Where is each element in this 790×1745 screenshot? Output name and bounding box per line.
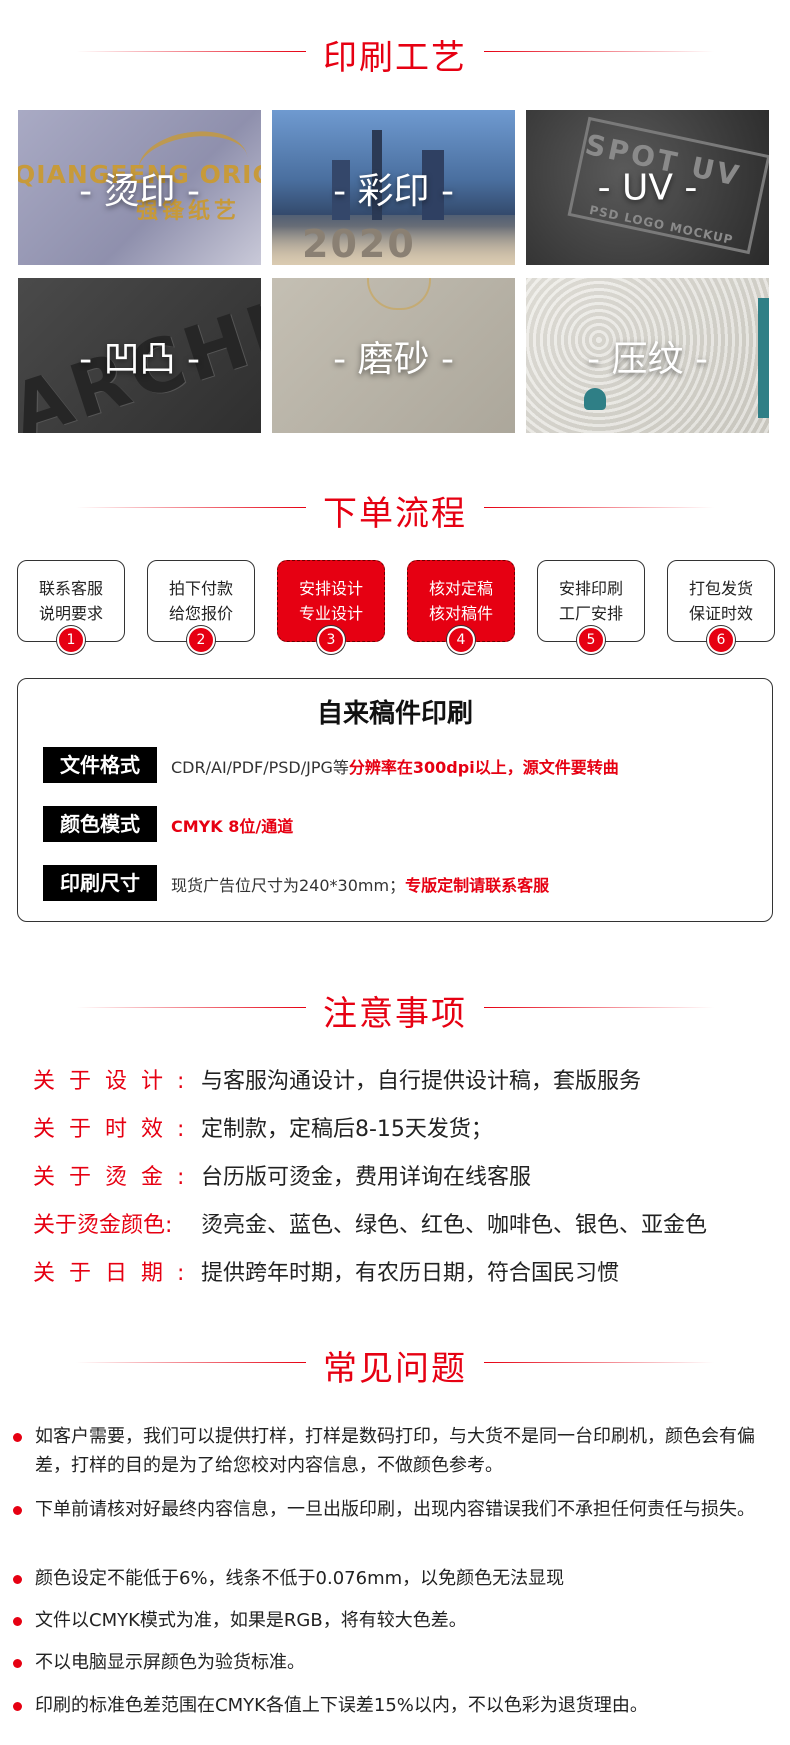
faq-text: 不以电脑显示屏颜色为验货标准。 [35,1652,305,1673]
step-line1: 安排印刷 [558,579,623,598]
process-step-5: 安排印刷 工厂安排 5 [537,560,645,654]
note-value: 定制款，定稿后8-15天发货； [201,1117,493,1142]
mockup-text: PSD LOGO MOCKUP [588,202,735,248]
faq-item: 文件以CMYK模式为准，如果是RGB，将有较大色差。 [13,1606,775,1635]
section-title-notes: 注意事项 [0,978,790,1038]
title-line-left [76,507,306,508]
faq-item: 不以电脑显示屏颜色为验货标准。 [13,1648,775,1677]
step-line1: 拍下付款 [168,579,233,598]
note-key: 关于烫金颜色: [33,1213,173,1238]
craft-label: - 彩印 - [333,170,454,212]
faq-item: 下单前请核对好最终内容信息，一旦出版印刷，出现内容错误我们不承担任何责任与损失。 [13,1495,775,1524]
craft-tile-hot-stamping: QIANGFENG ORIGAMI 强锋纸艺 - 烫印 - [18,110,261,265]
faq-item: 颜色设定不能低于6%，线条不低于0.076mm，以免颜色无法显现 [13,1564,775,1593]
note-value: 与客服沟通设计，自行提供设计稿，套版服务 [201,1069,642,1094]
section-title-text: 印刷工艺 [323,38,467,78]
note-value: 提供跨年时期，有农历日期，符合国民习惯 [201,1261,620,1286]
file-spec-box: 自来稿件印刷 文件格式 CDR/AI/PDF/PSD/JPG等分辨率在300dp… [17,678,773,922]
gold-emblem-icon [367,278,431,310]
faq-text: 如客户需要，我们可以提供打样，打样是数码打印，与大货不是同一台印刷机，颜色会有偏… [35,1426,755,1476]
process-step-1: 联系客服 说明要求 1 [17,560,125,654]
title-line-right [484,1362,714,1363]
step-line2: 专业设计 [298,604,363,623]
bullet-dot-icon [13,1702,22,1711]
spec-desc: CMYK 8位/通道 [171,813,293,837]
step-line1: 核对定稿 [428,579,493,598]
teal-logo-icon [584,388,606,410]
step-line1: 打包发货 [688,579,753,598]
note-key: 关于时效: [33,1117,199,1142]
note-value: 烫亮金、蓝色、绿色、红色、咖啡色、银色、亚金色 [201,1213,708,1238]
faq-text: 文件以CMYK模式为准，如果是RGB，将有较大色差。 [35,1610,467,1631]
process-step-3: 安排设计 专业设计 3 [277,560,385,654]
faq-item: 印刷的标准色差范围在CMYK各值上下误差15%以内，不以色彩为退货理由。 [13,1691,775,1720]
section-title-text: 常见问题 [323,1349,467,1389]
section-title-text: 下单流程 [323,494,467,534]
craft-label: - 烫印 - [79,170,200,212]
title-line-right [484,507,714,508]
process-step-6: 打包发货 保证时效 6 [667,560,775,654]
spec-red-text: 分辨率在300dpi以上，源文件要转曲 [348,758,619,777]
section-title-faq: 常见问题 [0,1333,790,1393]
craft-tile-emboss: ARCHI - 凹凸 - [18,278,261,433]
step-line2: 说明要求 [38,604,103,623]
title-line-left [76,1362,306,1363]
bullet-dot-icon [13,1506,22,1515]
file-spec-title: 自来稿件印刷 [316,699,473,729]
note-value: 台历版可烫金，费用详询在线客服 [201,1165,532,1190]
spec-tag: 印刷尺寸 [43,865,157,901]
spec-red-text: 专版定制请联系客服 [405,876,550,895]
step-line2: 保证时效 [688,604,753,623]
craft-tile-color-print: 2020 - 彩印 - [272,110,515,265]
faq-text: 下单前请核对好最终内容信息，一旦出版印刷，出现内容错误我们不承担任何责任与损失。 [35,1499,755,1520]
step-line2: 给您报价 [168,604,233,623]
step-number-badge: 2 [187,626,215,654]
step-number-badge: 4 [447,626,475,654]
note-key: 关于烫金: [33,1165,199,1190]
craft-tile-frosted: - 磨砂 - [272,278,515,433]
step-line2: 核对稿件 [428,604,493,623]
process-step-2: 拍下付款 给您报价 2 [147,560,255,654]
craft-label: - 压纹 - [587,338,708,380]
year-text: 2020 [302,222,416,265]
faq-text: 颜色设定不能低于6%，线条不低于0.076mm，以免颜色无法显现 [35,1568,565,1589]
step-line1: 安排设计 [298,579,363,598]
title-line-left [76,1007,306,1008]
spec-normal-text: 现货广告位尺寸为240*30mm； [171,876,406,895]
note-key: 关于日期: [33,1261,199,1286]
craft-label: - UV - [597,167,698,208]
faq-item: 如客户需要，我们可以提供打样，打样是数码打印，与大货不是同一台印刷机，颜色会有偏… [13,1422,775,1480]
spec-tag: 文件格式 [43,747,157,783]
bullet-dot-icon [13,1659,22,1668]
city-ground-shape [272,215,515,265]
step-line1: 联系客服 [38,579,103,598]
step-line2: 工厂安排 [558,604,623,623]
section-title-text: 注意事项 [323,994,467,1034]
spec-normal-text: CDR/AI/PDF/PSD/JPG等 [171,758,349,777]
step-number-badge: 3 [317,626,345,654]
craft-label: - 磨砂 - [333,338,454,380]
craft-tile-texture: - 压纹 - [526,278,769,433]
step-number-badge: 5 [577,626,605,654]
spec-red-text: CMYK 8位/通道 [171,817,294,836]
title-line-left [76,51,306,52]
spec-desc: 现货广告位尺寸为240*30mm；专版定制请联系客服 [171,872,549,896]
craft-label: - 凹凸 - [79,338,200,380]
step-number-badge: 6 [707,626,735,654]
section-title-process: 下单流程 [0,478,790,538]
title-line-right [484,51,714,52]
spec-desc: CDR/AI/PDF/PSD/JPG等分辨率在300dpi以上，源文件要转曲 [171,754,619,778]
spec-tag: 颜色模式 [43,806,157,842]
note-key: 关于设计: [33,1069,199,1094]
bullet-dot-icon [13,1617,22,1626]
process-step-4: 核对定稿 核对稿件 4 [407,560,515,654]
section-title-craft: 印刷工艺 [0,22,790,82]
step-number-badge: 1 [57,626,85,654]
faq-text: 印刷的标准色差范围在CMYK各值上下误差15%以内，不以色彩为退货理由。 [35,1695,648,1716]
title-line-right [484,1007,714,1008]
bullet-dot-icon [13,1433,22,1442]
bullet-dot-icon [13,1575,22,1584]
craft-tile-uv: SPOT UV PSD LOGO MOCKUP - UV - [526,110,769,265]
